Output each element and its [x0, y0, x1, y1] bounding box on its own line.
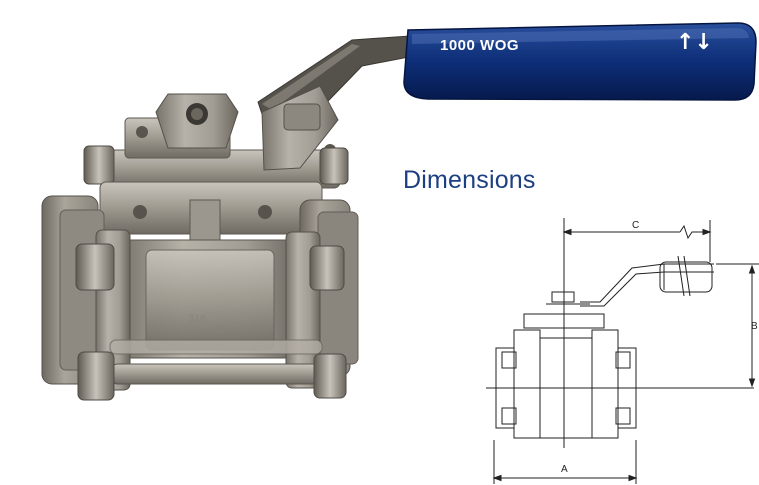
flow-arrows-icon: ↑↓ [676, 30, 713, 55]
handle-grip [403, 22, 757, 101]
dimension-label-a: A [561, 464, 568, 475]
dimensions-heading: Dimensions [403, 166, 536, 194]
drawing-handle [580, 255, 714, 307]
tie-bolts [75, 243, 347, 401]
bonnet-nuts [83, 145, 349, 185]
svg-text:316: 316 [188, 313, 206, 325]
dimension-b [716, 263, 759, 388]
drawing-body [486, 291, 754, 448]
dimension-a [492, 440, 638, 484]
valve-body: 316 [99, 181, 323, 359]
dimension-c [562, 218, 712, 300]
handle-marking: 1000 WOG [440, 37, 520, 54]
dimension-label-b: B [751, 321, 758, 332]
dimension-label-c: C [632, 220, 640, 231]
stem-assembly [109, 85, 341, 189]
